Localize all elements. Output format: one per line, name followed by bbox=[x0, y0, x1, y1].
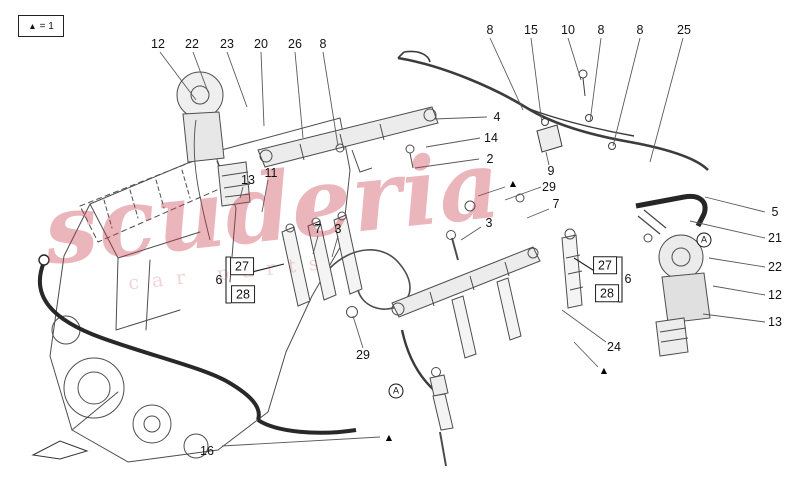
callout-7: 7 bbox=[552, 196, 560, 211]
callout-10: 10 bbox=[561, 22, 575, 37]
left-pump-art bbox=[176, 71, 251, 241]
legend-text: = 1 bbox=[39, 20, 54, 32]
callout-24: 24 bbox=[607, 339, 621, 354]
hoses-art bbox=[37, 254, 454, 467]
callout-8: 8 bbox=[636, 22, 644, 37]
callout-3: 3 bbox=[485, 215, 493, 230]
callout-8: 8 bbox=[597, 22, 605, 37]
assembly-triangle-marker: ▲ bbox=[383, 431, 395, 444]
callout-boxed-28: 28 bbox=[231, 285, 255, 303]
middle-rail-art bbox=[346, 193, 584, 359]
callout-16: 16 bbox=[200, 443, 214, 458]
leader-lines bbox=[159, 37, 766, 447]
callout-12: 12 bbox=[768, 287, 782, 302]
engine-block-art bbox=[49, 117, 351, 463]
callout-13: 13 bbox=[768, 314, 782, 329]
callout-4: 4 bbox=[493, 109, 501, 124]
callout-13: 13 bbox=[241, 172, 255, 187]
corner-mark-art bbox=[31, 440, 89, 460]
legend-triangle-icon: ▲ bbox=[28, 21, 37, 31]
assembly-triangle-marker: ▲ bbox=[598, 364, 610, 377]
variant-a-marker: A bbox=[388, 383, 404, 399]
callout-boxed-28: 28 bbox=[595, 284, 619, 302]
callout-15: 15 bbox=[524, 22, 538, 37]
callout-boxed-27: 27 bbox=[230, 257, 254, 275]
fuel-pipes-art bbox=[397, 50, 709, 171]
callout-22: 22 bbox=[185, 36, 199, 51]
callout-20: 20 bbox=[254, 36, 268, 51]
callout-26: 26 bbox=[288, 36, 302, 51]
assembly-triangle-marker: ▲ bbox=[507, 177, 519, 190]
variant-a-marker: A bbox=[696, 232, 712, 248]
callout-29: 29 bbox=[542, 179, 556, 194]
callout-boxed-27: 27 bbox=[593, 256, 617, 274]
callout-25: 25 bbox=[677, 22, 691, 37]
group-brackets-art bbox=[225, 256, 623, 304]
upper-rail-art bbox=[257, 106, 439, 310]
group-number-6: 6 bbox=[624, 271, 632, 286]
callout-8: 8 bbox=[319, 36, 327, 51]
callout-7: 7 bbox=[314, 221, 322, 236]
callout-3: 3 bbox=[334, 221, 342, 236]
callout-5: 5 bbox=[771, 204, 779, 219]
callout-14: 14 bbox=[484, 130, 498, 145]
callout-12: 12 bbox=[151, 36, 165, 51]
right-pump-art bbox=[635, 193, 711, 357]
callout-22: 22 bbox=[768, 259, 782, 274]
callout-9: 9 bbox=[547, 163, 555, 178]
legend-box: ▲ = 1 bbox=[18, 15, 64, 37]
callout-29: 29 bbox=[356, 347, 370, 362]
callout-8: 8 bbox=[486, 22, 494, 37]
group-number-6: 6 bbox=[215, 272, 223, 287]
callout-21: 21 bbox=[768, 230, 782, 245]
callout-2: 2 bbox=[486, 151, 494, 166]
callout-23: 23 bbox=[220, 36, 234, 51]
callout-11: 11 bbox=[264, 165, 278, 180]
